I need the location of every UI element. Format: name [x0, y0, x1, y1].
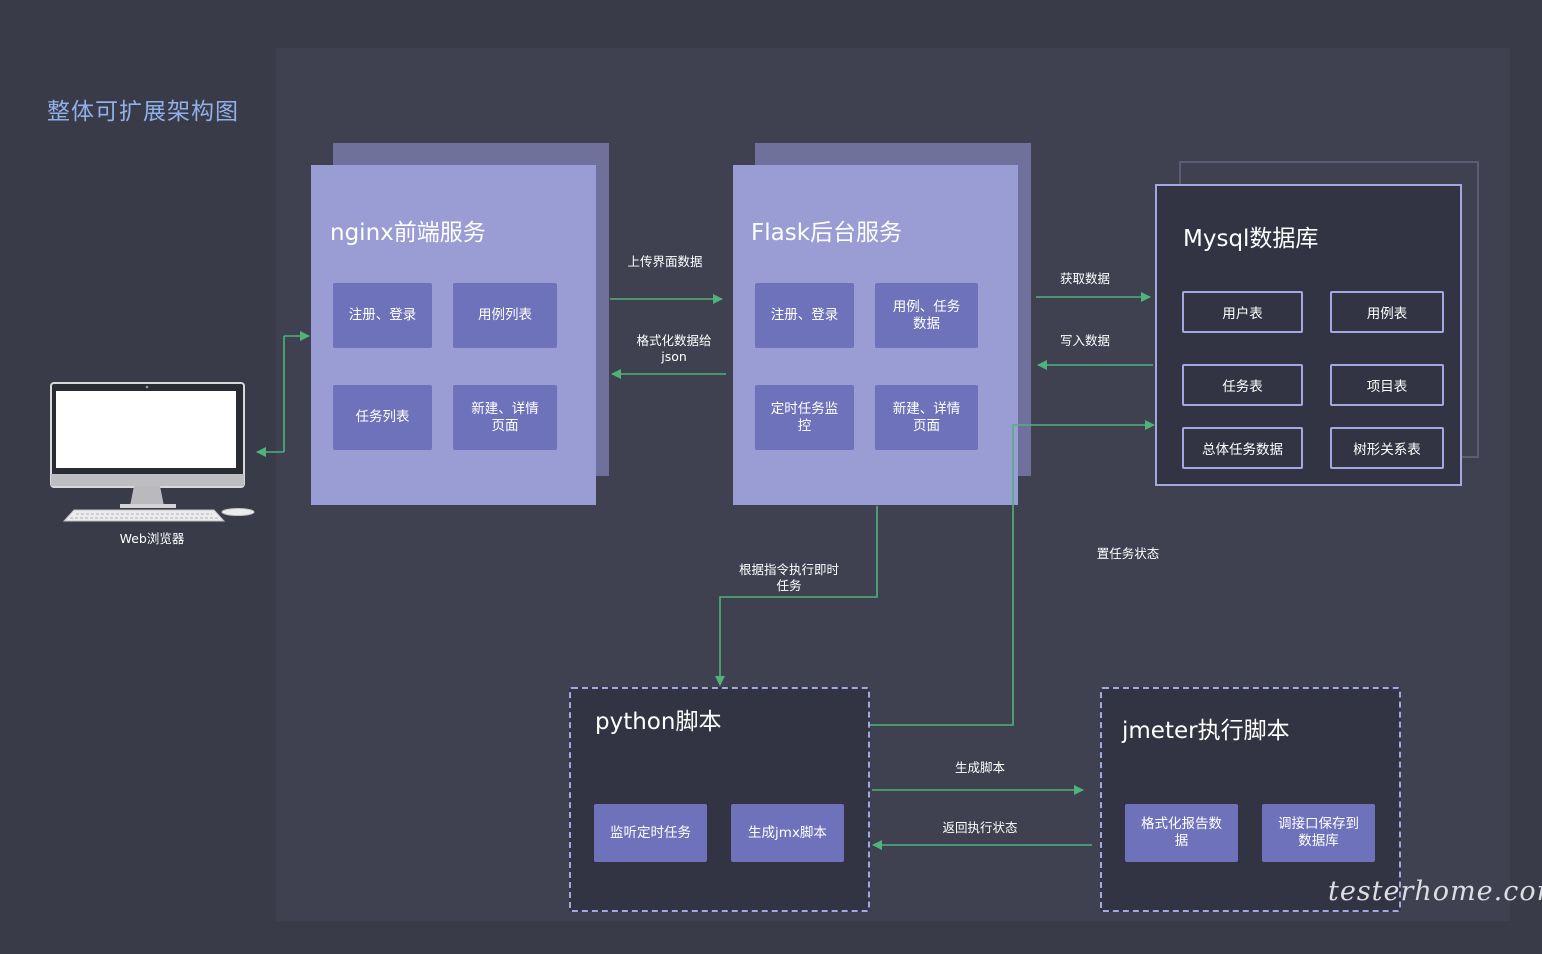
web-browser-label: Web浏览器: [119, 531, 185, 546]
table-tree-relation: 树形关系表: [1330, 427, 1444, 469]
nginx-item-new-detail: 新建、详情页面: [453, 385, 557, 450]
mysql-title: Mysql数据库: [1183, 226, 1319, 252]
label-upload: 上传界面数据: [627, 254, 703, 269]
table-cases: 用例表: [1330, 291, 1444, 333]
label-gen-script: 生成脚本: [954, 760, 1005, 775]
flask-item-login: 注册、登录: [755, 283, 854, 348]
computer-monitor-icon: [50, 382, 255, 522]
nginx-item-task-list: 任务列表: [333, 385, 432, 450]
label-format-json: 格式化数据给 json: [636, 333, 712, 364]
nginx-title: nginx前端服务: [330, 220, 486, 246]
python-item-listen-schedule: 监听定时任务: [594, 804, 707, 862]
label-write: 写入数据: [1059, 333, 1110, 348]
diagram-title: 整体可扩展架构图: [47, 99, 239, 125]
nginx-item-case-list: 用例列表: [453, 283, 557, 348]
flask-title: Flask后台服务: [751, 220, 903, 246]
label-instant-task: 根据指令执行即时 任务: [738, 562, 839, 593]
nginx-service-card: nginx前端服务 注册、登录 用例列表 任务列表 新建、详情页面: [311, 165, 596, 505]
flask-service-card: Flask后台服务 注册、登录 用例、任务数据 定时任务监控 新建、详情页面: [733, 165, 1018, 505]
label-return-status: 返回执行状态: [942, 820, 1018, 835]
table-tasks: 任务表: [1182, 364, 1303, 406]
jmeter-item-format-report: 格式化报告数据: [1125, 804, 1238, 862]
nginx-item-login: 注册、登录: [333, 283, 432, 348]
python-item-generate-jmx: 生成jmx脚本: [731, 804, 844, 862]
flask-item-schedule-monitor: 定时任务监控: [755, 385, 854, 450]
jmeter-item-save-to-db: 调接口保存到数据库: [1262, 804, 1375, 862]
python-script-card: python脚本 监听定时任务 生成jmx脚本: [569, 687, 870, 912]
watermark-testerhome: testerhome.com: [1328, 876, 1542, 907]
label-set-status: 置任务状态: [1096, 546, 1160, 561]
label-fetch: 获取数据: [1059, 271, 1110, 286]
flask-item-new-detail: 新建、详情页面: [875, 385, 978, 450]
table-users: 用户表: [1182, 291, 1303, 333]
jmeter-title: jmeter执行脚本: [1122, 718, 1290, 744]
python-title: python脚本: [595, 709, 722, 735]
table-projects: 项目表: [1330, 364, 1444, 406]
mysql-database-card: Mysql数据库 用户表 用例表 任务表 项目表 总体任务数据 树形关系表: [1155, 184, 1462, 486]
flask-item-case-task-data: 用例、任务数据: [875, 283, 978, 348]
table-total-task-data: 总体任务数据: [1182, 427, 1303, 469]
